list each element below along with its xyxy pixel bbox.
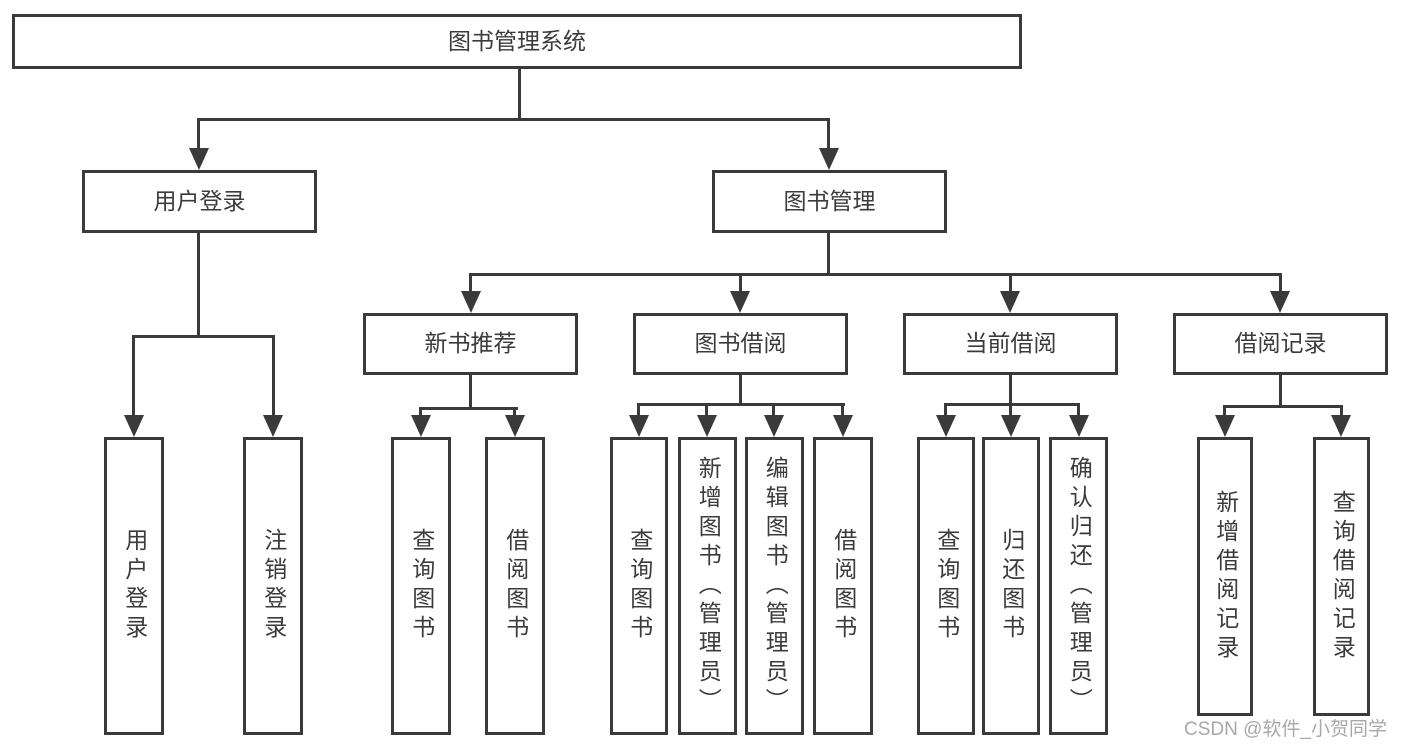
connector-line xyxy=(739,375,742,406)
arrowhead-down xyxy=(629,415,649,437)
connector-line xyxy=(841,403,844,417)
connector-line xyxy=(944,403,947,417)
node-label: 借阅图书 xyxy=(830,528,857,644)
leaf-query-borrow-record: 查询借阅记录 xyxy=(1313,437,1370,716)
arrowhead-down xyxy=(819,148,839,170)
connector-line xyxy=(1009,273,1012,293)
connector-line xyxy=(197,118,200,150)
leaf-confirm-return-admin: 确认归还（管理员） xyxy=(1049,437,1108,735)
arrowhead-down xyxy=(833,415,853,437)
arrowhead-down xyxy=(1215,415,1235,437)
node-label: 用户登录 xyxy=(153,187,246,214)
node-borrow-records: 借阅记录 xyxy=(1173,313,1388,375)
node-label: 归还图书 xyxy=(998,528,1025,644)
arrowhead-down xyxy=(764,415,784,437)
connector-line xyxy=(1009,403,1012,417)
node-current-borrowing: 当前借阅 xyxy=(903,313,1118,375)
node-label: 编辑图书（管理员） xyxy=(762,455,789,717)
node-label: 确认归还（管理员） xyxy=(1066,455,1093,717)
connector-line xyxy=(518,68,521,120)
connector-line xyxy=(739,273,742,293)
arrowhead-down xyxy=(936,415,956,437)
arrowhead-down xyxy=(411,415,431,437)
leaf-logout: 注销登录 xyxy=(243,437,303,735)
arrowhead-down xyxy=(189,148,209,170)
leaf-edit-books-admin: 编辑图书（管理员） xyxy=(745,437,804,735)
node-label: 查询图书 xyxy=(933,528,960,644)
arrowhead-down xyxy=(124,415,144,437)
connector-line xyxy=(132,335,275,338)
arrowhead-down xyxy=(730,291,750,313)
arrowhead-down xyxy=(1270,291,1290,313)
connector-line xyxy=(1279,375,1282,408)
connector-line xyxy=(827,118,830,150)
connector-line xyxy=(772,403,775,417)
connector-line xyxy=(132,335,135,417)
connector-line xyxy=(705,403,708,417)
node-label: 新增图书（管理员） xyxy=(695,455,722,717)
node-label: 新书推荐 xyxy=(424,330,517,357)
node-book-management: 图书管理 xyxy=(712,170,947,233)
connector-line xyxy=(637,403,845,406)
leaf-query-books-current: 查询图书 xyxy=(917,437,975,735)
arrowhead-down xyxy=(263,415,283,437)
leaf-user-login: 用户登录 xyxy=(104,437,164,735)
arrowhead-down xyxy=(461,291,481,313)
node-label: 图书借阅 xyxy=(694,330,787,357)
node-new-book-recommend: 新书推荐 xyxy=(363,313,578,375)
arrowhead-down xyxy=(1001,415,1021,437)
node-label: 借阅图书 xyxy=(502,528,529,644)
node-library-system-root: 图书管理系统 xyxy=(12,14,1022,69)
connector-line xyxy=(419,407,518,410)
node-label: 注销登录 xyxy=(260,528,287,644)
connector-line xyxy=(1223,405,1226,417)
node-label: 查询图书 xyxy=(626,528,653,644)
connector-line xyxy=(1340,405,1343,417)
connector-line xyxy=(469,273,472,293)
node-book-borrowing: 图书借阅 xyxy=(633,313,848,375)
connector-line xyxy=(1279,273,1282,293)
node-user-login: 用户登录 xyxy=(82,170,317,233)
node-label: 图书管理 xyxy=(783,187,876,214)
node-label: 查询图书 xyxy=(408,528,435,644)
arrowhead-down xyxy=(505,415,525,437)
connector-line xyxy=(197,118,830,121)
arrowhead-down xyxy=(1000,291,1020,313)
connector-line xyxy=(1077,403,1080,417)
connector-line xyxy=(1009,375,1012,406)
arrowhead-down xyxy=(1069,415,1089,437)
node-label: 用户登录 xyxy=(121,528,148,644)
connector-line xyxy=(827,233,830,276)
node-label: 当前借阅 xyxy=(964,330,1057,357)
connector-line xyxy=(513,407,516,417)
node-label: 借阅记录 xyxy=(1234,330,1327,357)
leaf-query-books-recommend: 查询图书 xyxy=(391,437,451,735)
leaf-return-books: 归还图书 xyxy=(982,437,1040,735)
connector-line xyxy=(197,233,200,337)
csdn-watermark: CSDN @软件_小贺同学 xyxy=(1184,719,1387,740)
leaf-add-borrow-record: 新增借阅记录 xyxy=(1197,437,1253,716)
connector-line xyxy=(469,273,1282,276)
leaf-borrow-books: 借阅图书 xyxy=(813,437,873,735)
leaf-add-books-admin: 新增图书（管理员） xyxy=(678,437,737,735)
leaf-query-books-borrowing: 查询图书 xyxy=(610,437,668,735)
connector-line xyxy=(1223,405,1343,408)
node-label: 图书管理系统 xyxy=(448,27,586,54)
connector-line xyxy=(637,403,640,417)
arrowhead-down xyxy=(697,415,717,437)
connector-line xyxy=(944,403,1080,406)
connector-line xyxy=(469,375,472,410)
connector-line xyxy=(419,407,422,417)
arrowhead-down xyxy=(1331,415,1351,437)
node-label: 查询借阅记录 xyxy=(1329,489,1356,664)
node-label: 新增借阅记录 xyxy=(1212,489,1239,664)
connector-line xyxy=(272,335,275,417)
leaf-borrow-books-recommend: 借阅图书 xyxy=(485,437,545,735)
